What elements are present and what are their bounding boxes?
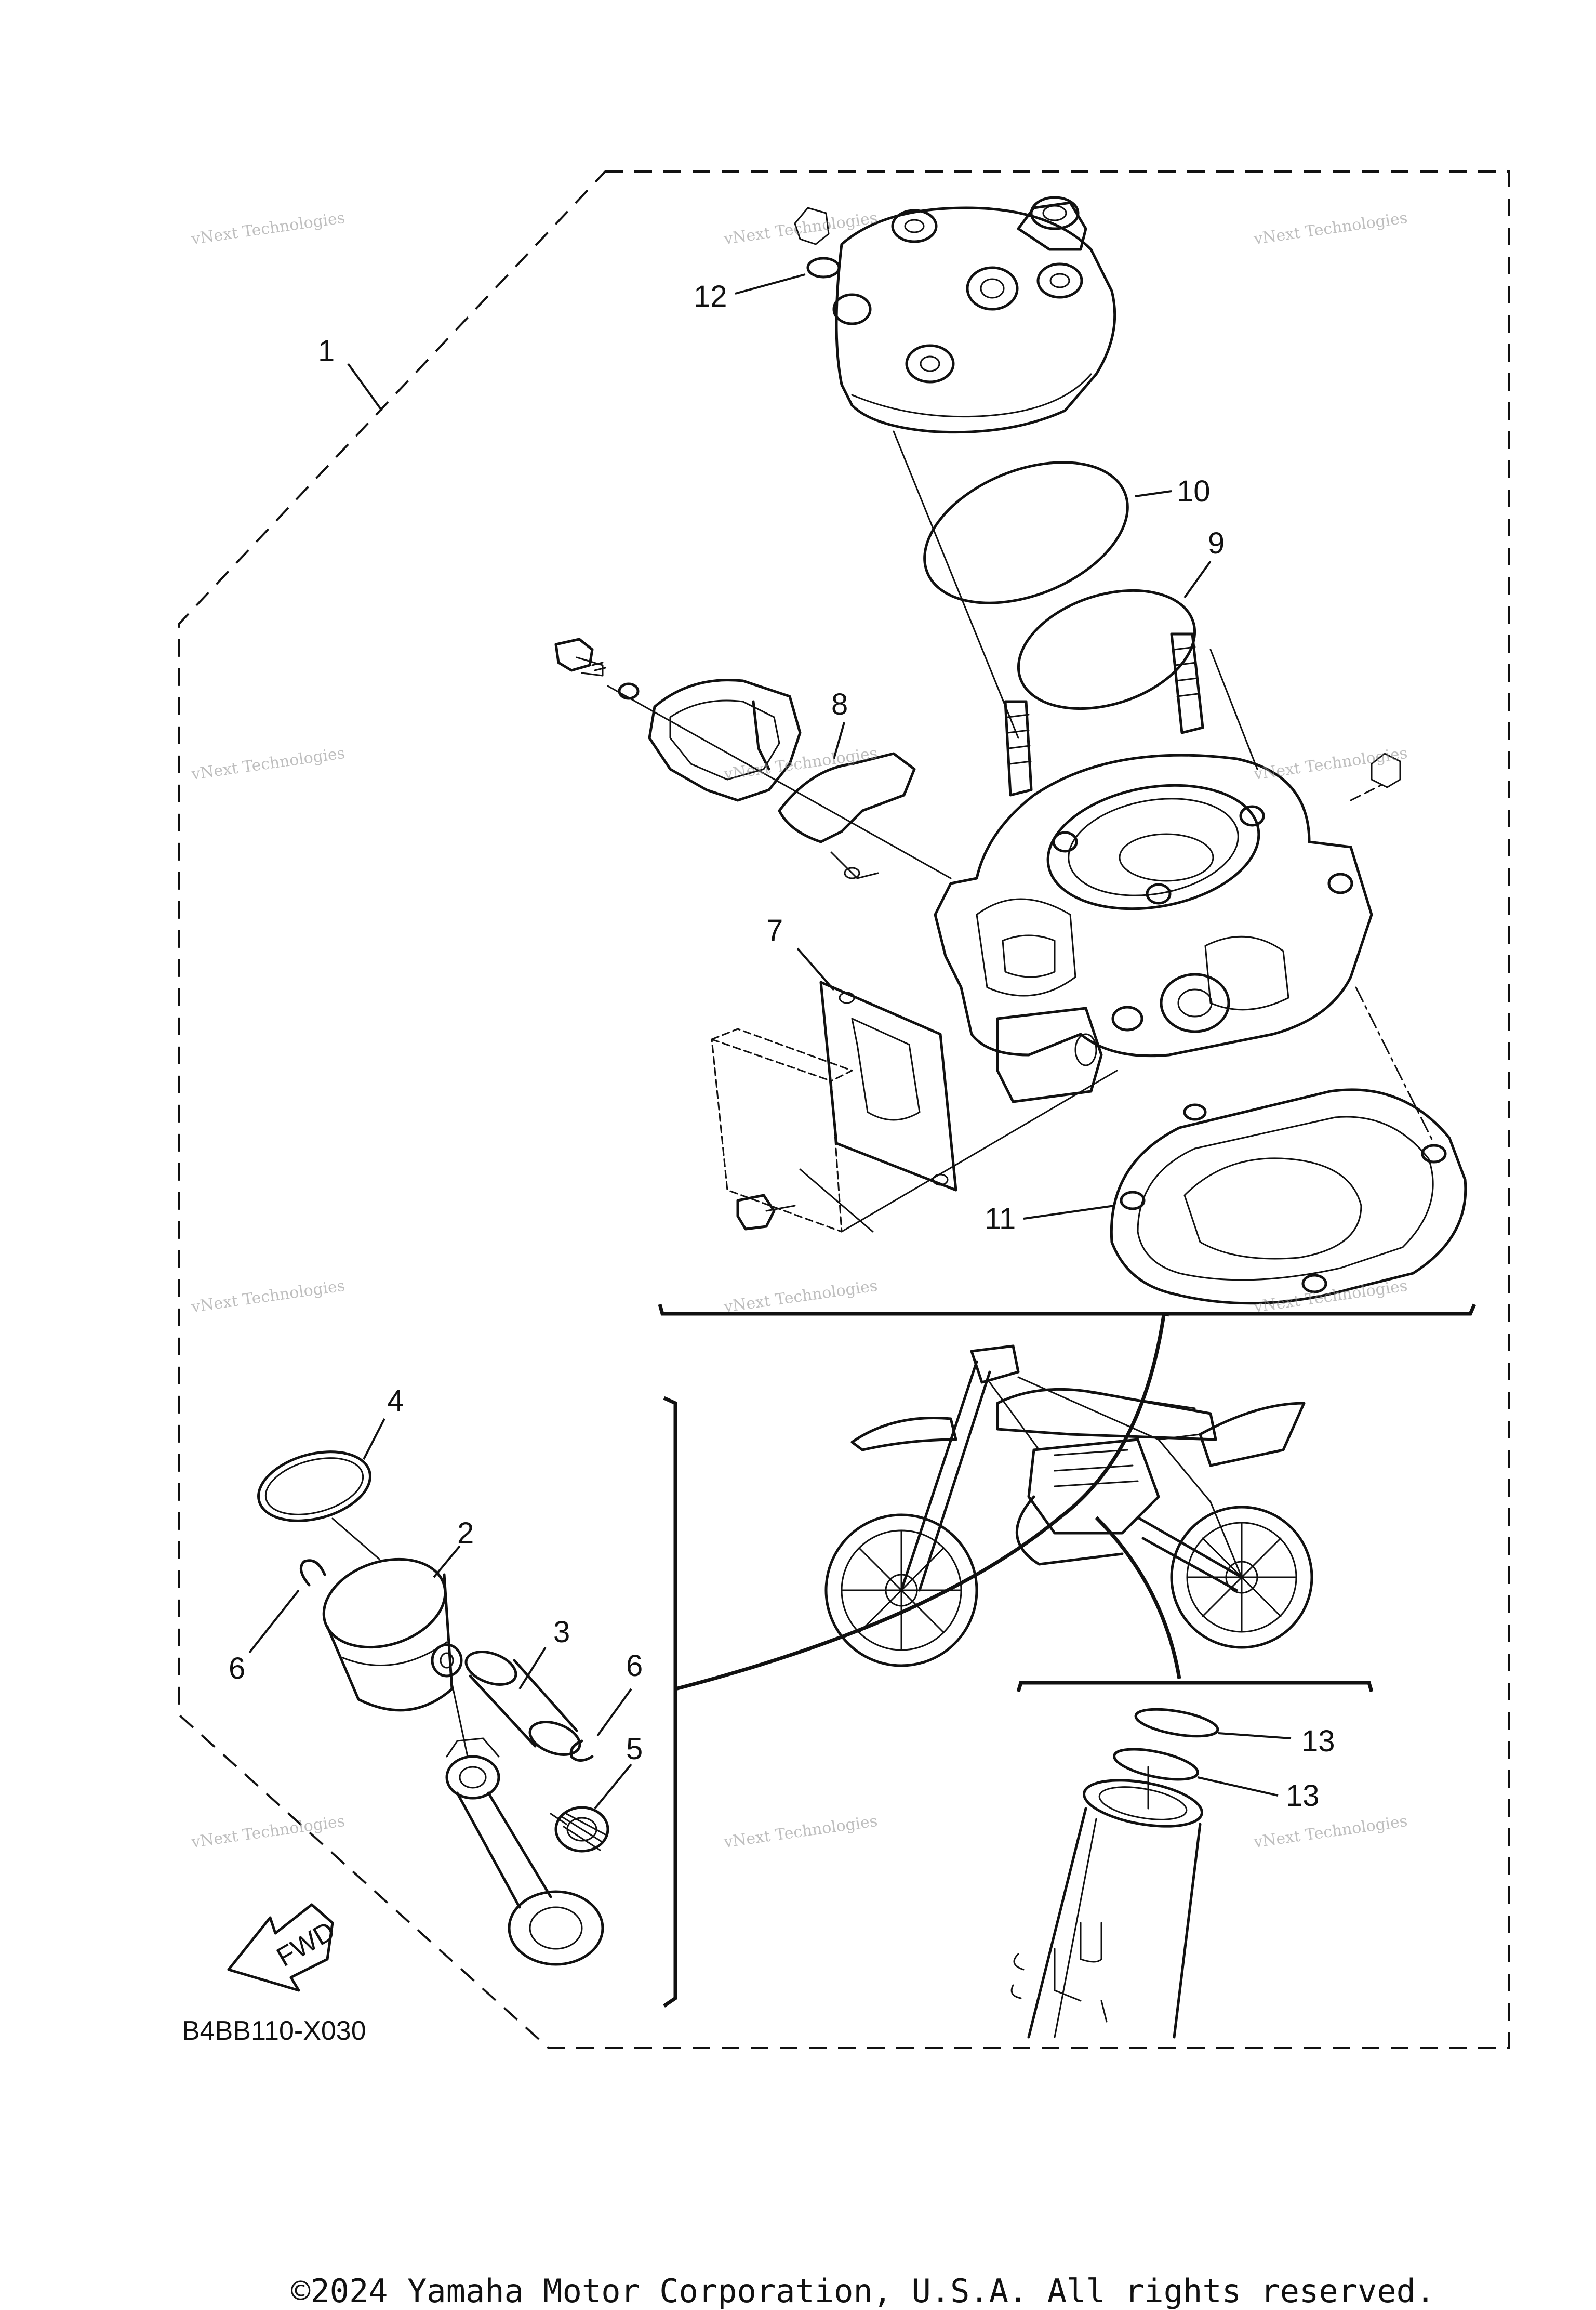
cylinder-stud [1004,700,1033,797]
svg-text:vNext Technologies: vNext Technologies [722,1812,879,1852]
leader-13b [1197,1776,1279,1797]
leader-9 [1183,560,1212,599]
section-bracket-bottom [1016,1681,1374,1692]
piston-2 [322,1557,463,1712]
svg-text:vNext Technologies: vNext Technologies [722,209,879,248]
o-ring-13b [1113,1748,1199,1781]
callout-6a: 6 [229,1652,245,1685]
callout-11: 11 [985,1202,1016,1236]
head-gasket-10 [923,461,1129,604]
callout-13a: 13 [1301,1724,1335,1758]
alignment-line [799,1168,874,1233]
callout-9: 9 [1208,526,1225,560]
leader-1 [347,363,383,412]
svg-text:vNext Technologies: vNext Technologies [1252,1277,1408,1316]
motorcycle-illustration [824,1344,1313,1667]
copyright-notice: ©2024 Yamaha Motor Corporation, U.S.A. A… [291,2272,1435,2310]
callout-5: 5 [626,1732,643,1766]
alignment-line [893,430,1019,739]
leader-3 [518,1646,547,1690]
callout-6b: 6 [626,1649,643,1683]
cylinder-stud [1170,632,1204,734]
cylinder-block [934,754,1373,1103]
svg-text:vNext Technologies: vNext Technologies [190,1277,346,1316]
callout-10: 10 [1177,474,1211,508]
washer-12 [806,257,841,279]
leader-2 [433,1545,461,1578]
alignment-line [331,1517,380,1560]
alignment-line [1209,649,1258,770]
circlip-6b [569,1739,594,1762]
callout-13b: 13 [1286,1779,1320,1813]
o-ring-13a [1134,1708,1219,1738]
svg-text:vNext Technologies: vNext Technologies [722,1277,879,1316]
leader-4 [363,1418,385,1460]
callout-2: 2 [457,1516,474,1550]
svg-text:vNext Technologies: vNext Technologies [1252,1812,1408,1852]
section-bracket-top [658,1303,1477,1316]
svg-text:vNext Technologies: vNext Technologies [1252,744,1408,784]
leader-7 [796,947,835,991]
piston-pin-3 [464,1651,581,1756]
intake-gasket-7 [819,981,957,1192]
leader-6b [596,1688,632,1737]
callout-1: 1 [318,334,335,368]
reed-block-outline [711,1028,853,1233]
watermark: vNext Technologies vNext Technologies vN… [190,209,1408,1852]
svg-text:vNext Technologies: vNext Technologies [190,744,346,784]
section-bracket-left [663,1396,677,2008]
detail-curve-bottom [1095,1516,1181,1679]
piston-ring-4 [257,1450,371,1522]
kit-outline [178,170,1510,2049]
fwd-label: FWD [272,1916,340,1972]
svg-text:vNext Technologies: vNext Technologies [1252,209,1408,248]
callout-12: 12 [694,280,727,313]
valve-cover-gasket-8 [778,752,916,843]
cylinder-nut [1371,753,1401,788]
alignment-line [1355,986,1435,1144]
needle-bearing-5 [550,1806,609,1853]
leader-13a [1218,1732,1292,1739]
leader-11 [1023,1205,1115,1220]
leader-6a [248,1589,300,1654]
leader-8 [833,722,845,759]
callout-3: 3 [553,1615,570,1649]
callout-8: 8 [831,688,848,721]
leader-10 [1135,490,1172,497]
o-ring-9 [1017,589,1196,710]
alignment-line [1350,784,1383,801]
svg-text:vNext Technologies: vNext Technologies [190,1812,346,1852]
bolt [736,1194,796,1231]
connecting-rod [445,1737,604,1966]
alignment-line [841,1070,1118,1233]
alignment-line [451,1683,469,1758]
callout-4: 4 [387,1384,404,1418]
circlip-6a [299,1559,326,1587]
leader-12 [735,273,806,295]
detail-curve-top [675,1314,1166,1691]
leader-5 [594,1763,632,1810]
svg-text:vNext Technologies: vNext Technologies [190,209,346,248]
valve-cover [554,638,802,802]
fork-tube [1010,1779,1203,2039]
svg-text:vNext Technologies: vNext Technologies [722,744,879,784]
diagram-code: B4BB110-X030 [182,2016,366,2046]
fwd-arrow-icon: FWD [227,1903,340,1992]
cylinder-head [794,196,1116,434]
base-gasket-11 [1110,1088,1467,1305]
alignment-line [607,685,952,879]
callout-7: 7 [766,914,783,947]
